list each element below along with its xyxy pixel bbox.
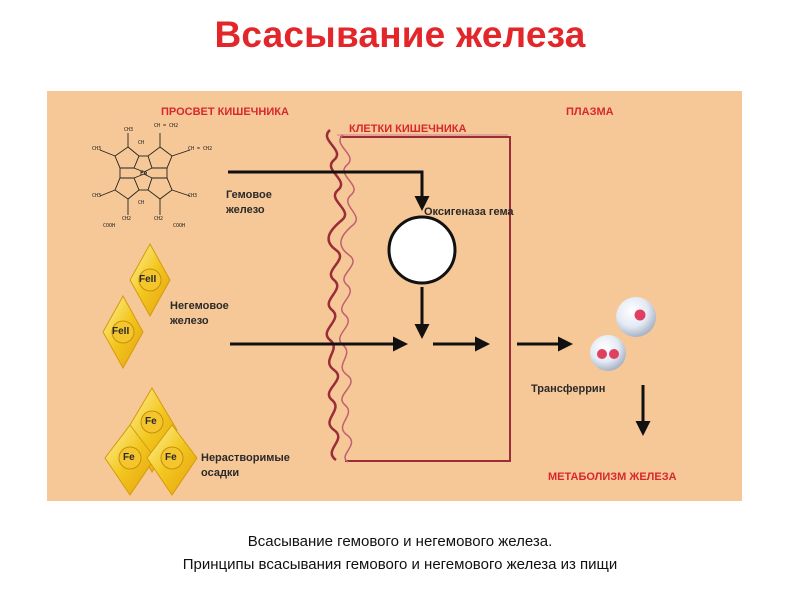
heme-ch3-bottom-left: CH3 xyxy=(92,193,102,199)
caption-line-1: Всасывание гемового и негемового железа. xyxy=(247,533,553,550)
nonheme-iron-ions xyxy=(102,242,171,370)
heme-oxygenase-label: Оксигеназа гема xyxy=(424,206,514,218)
heme-cooh-left: COOH xyxy=(103,223,116,229)
transferrin-molecule xyxy=(590,297,656,371)
brush-border-membrane xyxy=(325,129,347,462)
heme-chch2-top: CH = CH2 xyxy=(154,123,179,129)
fe-ion-label-2: Fe xyxy=(123,452,135,463)
feii-ion-label-2: FeII xyxy=(112,326,130,337)
lumen-label: ПРОСВЕТ КИШЕЧНИКА xyxy=(161,106,289,118)
cells-label: КЛЕТКИ КИШЕЧНИКА xyxy=(349,123,467,135)
feii-ion-label-1: FeII xyxy=(139,274,157,285)
nonheme-iron-label: Негемовое железо xyxy=(170,300,229,327)
heme-ch3-left: CH3 xyxy=(92,146,102,152)
fe-ion-label-3: Fe xyxy=(165,452,177,463)
heme-chch2-right: CH = CH2 xyxy=(188,146,213,152)
caption-line-2: Принципы всасывания гемового и негемовог… xyxy=(182,556,618,573)
insoluble-label: Нерастворимые осадки xyxy=(201,452,290,479)
metabolism-label: МЕТАБОЛИЗМ ЖЕЛЕЗА xyxy=(548,471,677,483)
heme-oxygenase-circle xyxy=(387,215,457,285)
heme-ch3-bottom-right: CH3 xyxy=(188,193,198,199)
heme-fe-label: Fe xyxy=(140,170,148,177)
page-title: Всасывание железа xyxy=(214,14,586,55)
heme-cooh-right: COOH xyxy=(173,223,186,229)
heme-ch2-right-1: CH2 xyxy=(154,216,164,222)
heme-molecule xyxy=(99,133,191,215)
plasma-label: ПЛАЗМА xyxy=(566,106,614,118)
heme-ch-top: CH xyxy=(138,140,145,146)
insoluble-precipitates xyxy=(104,387,198,496)
heme-arrow xyxy=(228,170,430,211)
cell-membrane-box xyxy=(340,136,511,462)
transferrin-label: Трансферрин xyxy=(531,383,606,395)
heme-ch-bottom: CH xyxy=(138,200,145,206)
fe-ion-label-1: Fe xyxy=(145,416,157,427)
heme-iron-label: Гемовое железо xyxy=(226,189,272,216)
heme-ch2-left-1: CH2 xyxy=(122,216,132,222)
heme-ch3-top-left: CH3 xyxy=(124,127,134,133)
